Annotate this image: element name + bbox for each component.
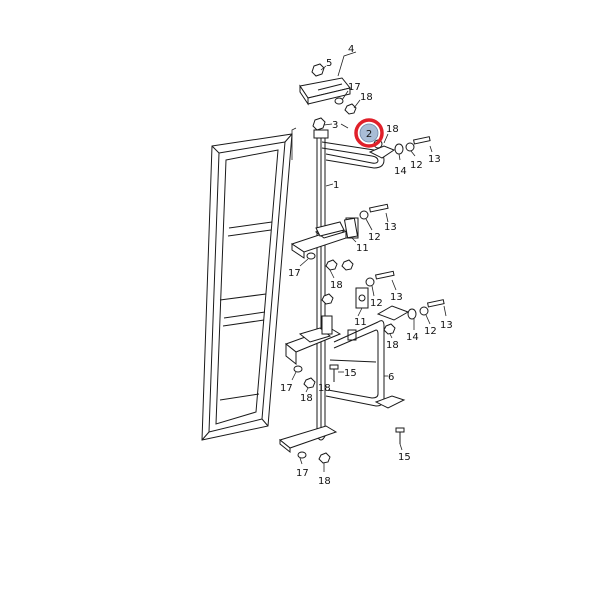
- middle-hinge-bracket-lower: [284, 287, 369, 366]
- callout-ring: [354, 118, 384, 148]
- washer-17-mid: [306, 252, 316, 260]
- label-part-13: 13: [390, 292, 403, 303]
- label-part-13: 13: [384, 222, 397, 233]
- label-part-11: 11: [354, 317, 367, 328]
- nut-18-low: [303, 377, 316, 389]
- bolt-13-mid: [374, 270, 395, 280]
- label-part-12: 12: [410, 160, 423, 171]
- label-part-3: 3: [332, 120, 338, 131]
- label-part-12: 12: [368, 232, 381, 243]
- washer-12-mid-upper: [359, 210, 369, 220]
- label-part-15: 15: [398, 452, 411, 463]
- label-part-18: 18: [318, 383, 331, 394]
- nut-5: [311, 63, 325, 77]
- label-part-17: 17: [348, 82, 361, 93]
- nut-18-top: [344, 103, 357, 115]
- washer-17-low: [293, 365, 303, 373]
- leader-lines: [291, 51, 447, 472]
- label-part-14: 14: [406, 332, 419, 343]
- bolt-13-upper: [412, 136, 431, 145]
- washer-12-upper: [405, 142, 415, 152]
- label-part-13: 13: [440, 320, 453, 331]
- washer-14-lower: [407, 308, 417, 320]
- top-hinge-bracket: [299, 77, 351, 106]
- nut-18-frame: [383, 323, 396, 335]
- washer-12-mid: [365, 277, 375, 287]
- bolt-15-mid: [329, 364, 339, 370]
- label-part-2: 2: [366, 129, 372, 140]
- door-panel: [201, 133, 293, 441]
- label-part-5: 5: [326, 58, 332, 69]
- bolt-15-low: [395, 427, 405, 433]
- label-part-15: 15: [344, 368, 357, 379]
- washer-14-upper: [394, 143, 404, 155]
- lower-support-frame: [325, 305, 410, 409]
- label-part-1: 1: [333, 180, 339, 191]
- washer-17-top: [334, 97, 344, 105]
- nut-18-bottom: [318, 452, 331, 464]
- washer-17-bottom: [297, 451, 307, 459]
- label-part-17: 17: [288, 268, 301, 279]
- nut-18-mid-b: [341, 259, 354, 271]
- nut-3: [312, 117, 326, 131]
- label-part-18: 18: [330, 280, 343, 291]
- bottom-hinge-bracket: [278, 425, 338, 454]
- label-part-12: 12: [424, 326, 437, 337]
- label-part-17: 17: [296, 468, 309, 479]
- label-part-18: 18: [318, 476, 331, 487]
- highlighted-callout-part-2[interactable]: 2: [354, 118, 384, 148]
- label-part-4: 4: [348, 44, 354, 55]
- fasteners: [293, 63, 445, 464]
- bolt-13-lower: [426, 299, 445, 308]
- nut-18-mid-c: [321, 293, 334, 305]
- label-part-18: 18: [386, 124, 399, 135]
- nut-18-mid-a: [325, 259, 338, 271]
- washer-12-lower: [419, 306, 429, 316]
- upper-rod-bracket: [321, 139, 396, 169]
- callout-disc: [359, 123, 379, 143]
- part-labels: 4 5 17 18 3 18 1 14 12 13 13 12 11 17 18…: [280, 44, 453, 487]
- bolt-13-mid-upper: [368, 203, 389, 213]
- label-part-14: 14: [394, 166, 407, 177]
- label-part-18: 18: [386, 340, 399, 351]
- label-part-13: 13: [428, 154, 441, 165]
- plate-11-upper: [343, 217, 359, 239]
- label-part-18: 18: [300, 393, 313, 404]
- label-part-11: 11: [356, 243, 369, 254]
- label-part-17: 17: [280, 383, 293, 394]
- label-part-6: 6: [388, 372, 394, 383]
- label-part-18: 18: [360, 92, 373, 103]
- label-part-12: 12: [370, 298, 383, 309]
